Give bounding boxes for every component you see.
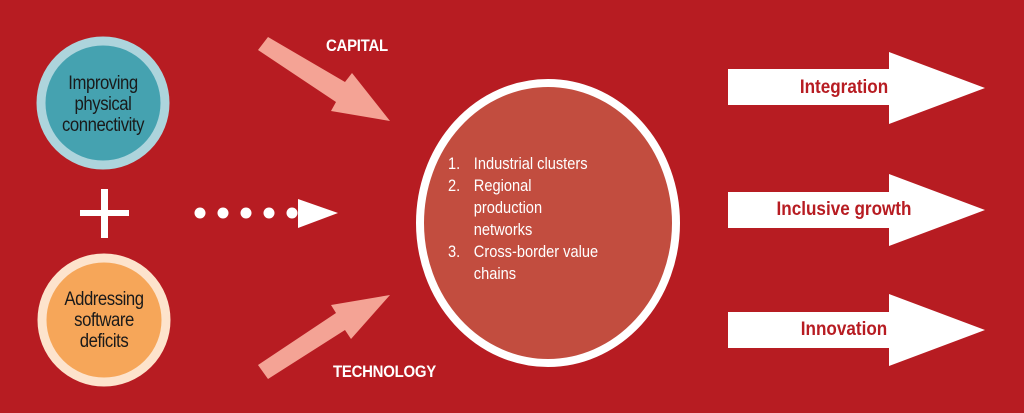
physical-connectivity-circle (36, 36, 170, 170)
innovation-arrow-icon (728, 294, 985, 366)
list-item: 1. Industrial clusters (448, 153, 603, 175)
software-deficits-text: Addressing software deficits (64, 289, 144, 352)
list-number: 3. (448, 242, 461, 261)
outcome-inclusive-growth: Inclusive growth (776, 199, 912, 220)
outcome-integration: Integration (799, 77, 889, 98)
center-list: 1. Industrial clusters 2. Regional product… (448, 153, 603, 285)
capital-arrow-icon (258, 37, 390, 121)
dotted-arrow-icon (194, 199, 338, 228)
list-text: Industrial clusters (473, 154, 588, 173)
outcome-arrows (728, 52, 985, 366)
list-text: Regional production networks (473, 176, 543, 239)
physical-connectivity-text: Improving physical connectivity (61, 73, 145, 136)
outcome-innovation: Innovation (800, 319, 888, 340)
inclusive-growth-arrow-icon (728, 174, 985, 246)
list-item: 3. Cross-border value chains (448, 241, 603, 285)
technology-arrow-icon (258, 295, 390, 379)
plus-icon (80, 189, 129, 238)
integration-arrow-icon (728, 52, 985, 124)
software-deficits-circle (37, 253, 171, 387)
list-number: 2. (448, 176, 461, 195)
list-text: Cross-border value chains (473, 242, 599, 283)
list-number: 1. (448, 154, 461, 173)
center-circle (416, 79, 680, 367)
capital-label: CAPITAL (326, 36, 388, 55)
list-item: 2. Regional production networks (448, 175, 603, 241)
technology-label: TECHNOLOGY (333, 362, 436, 381)
